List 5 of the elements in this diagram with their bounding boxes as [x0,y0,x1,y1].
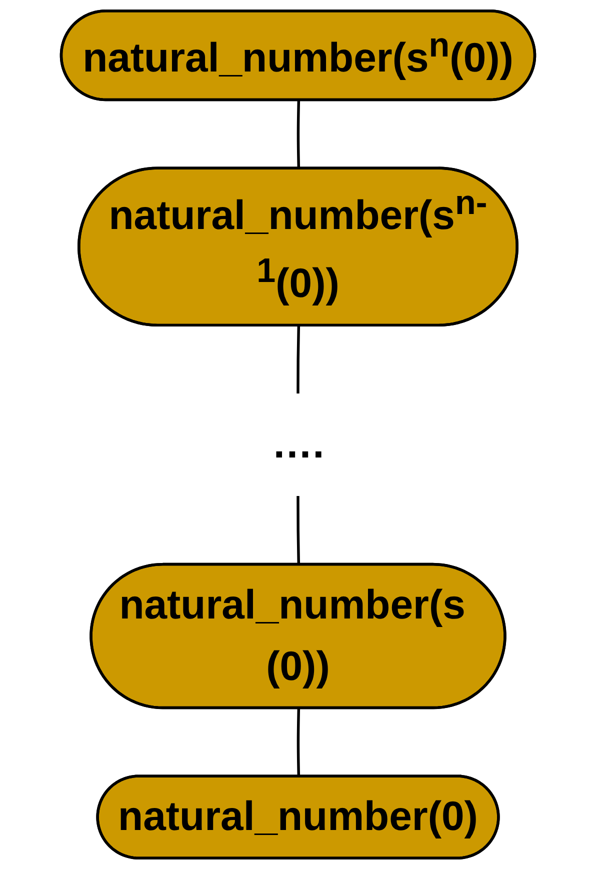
connector [296,708,300,777]
node-text: …. [272,422,324,468]
connector [296,496,300,566]
connector [296,326,300,394]
connector [296,100,300,169]
